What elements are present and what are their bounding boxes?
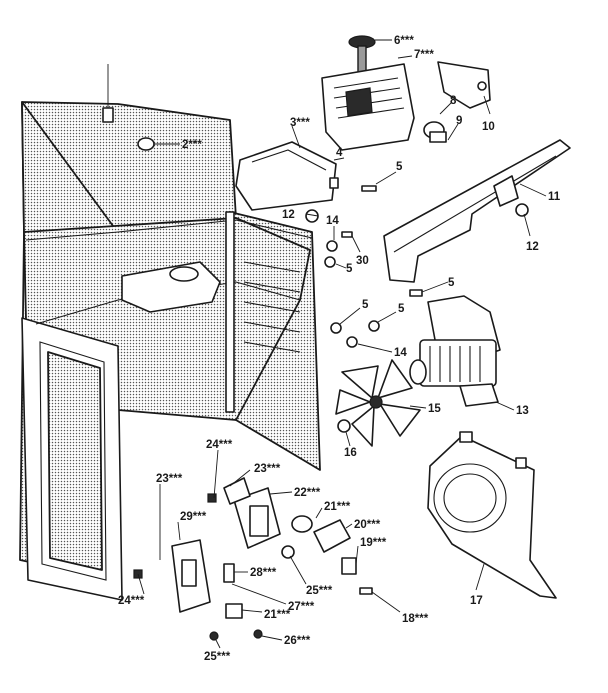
fan-blade (335, 359, 421, 447)
callout-5-d: 5 (362, 299, 369, 311)
callout-5-e: 5 (398, 303, 405, 315)
callout-26: 26*** (284, 635, 311, 647)
callout-labels: 6*** 7*** 8 9 10 2*** 3*** 4 5 11 12 14 … (118, 35, 561, 663)
callout-12-b: 12 (282, 209, 295, 221)
fasteners (137, 137, 529, 433)
callout-12-a: 12 (526, 241, 539, 253)
callout-20: 20*** (354, 519, 381, 531)
callout-3: 3*** (290, 117, 310, 129)
mounting-rail (383, 139, 571, 283)
callout-22: 22*** (294, 487, 321, 499)
callout-5-a: 5 (396, 161, 403, 173)
fan-shroud (427, 431, 557, 599)
callout-24-a: 24*** (206, 439, 233, 451)
callout-28: 28*** (250, 567, 277, 579)
callout-6: 6*** (394, 35, 414, 47)
callout-16: 16 (344, 447, 357, 459)
callout-9: 9 (456, 115, 462, 127)
callout-14-a: 14 (326, 215, 339, 227)
callout-15: 15 (428, 403, 441, 415)
fan-motor-assembly (409, 295, 501, 407)
callout-5-c: 5 (448, 277, 455, 289)
callout-13: 13 (516, 405, 529, 417)
callout-17: 17 (470, 595, 483, 607)
air-guide-duct (235, 141, 339, 211)
oven-cavity-assembly (19, 64, 321, 601)
switch-small-parts (133, 493, 373, 641)
callout-27: 27*** (288, 601, 315, 613)
callout-30: 30 (356, 255, 369, 267)
callout-4: 4 (336, 147, 343, 159)
magnetron-assembly (321, 35, 491, 151)
interlock-switch-assembly-lower (171, 539, 243, 619)
interlock-switch-assembly-upper (223, 477, 281, 549)
callout-14-b: 14 (394, 347, 407, 359)
callout-21-b: 21*** (264, 609, 291, 621)
callout-7: 7*** (414, 49, 434, 61)
callout-5-b: 5 (346, 263, 353, 275)
callout-8: 8 (450, 95, 457, 107)
callout-23-a: 23*** (254, 463, 281, 475)
leader-lines (137, 39, 547, 649)
callout-25-a: 25*** (306, 585, 333, 597)
callout-23-b: 23*** (156, 473, 183, 485)
callout-11: 11 (548, 191, 561, 203)
callout-2: 2*** (182, 139, 202, 151)
callout-19: 19*** (360, 537, 387, 549)
callout-24-b: 24*** (118, 595, 145, 607)
callout-25-b: 25*** (204, 651, 231, 663)
callout-21-a: 21*** (324, 501, 351, 513)
callout-18: 18*** (402, 613, 429, 625)
callout-29: 29*** (180, 511, 207, 523)
callout-10: 10 (482, 121, 495, 133)
